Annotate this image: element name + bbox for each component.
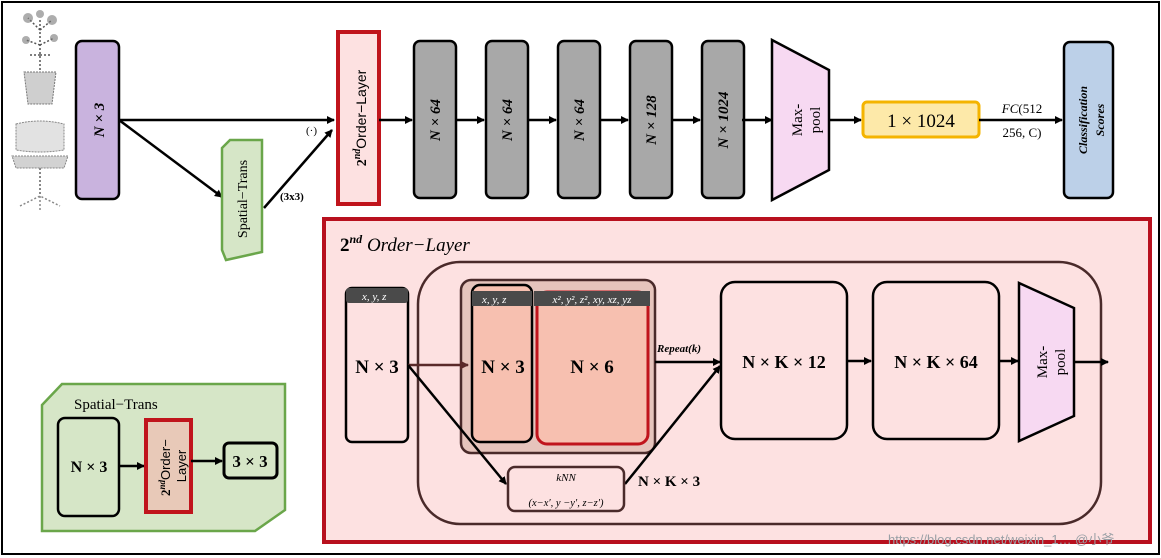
spatial-inset-order-layer	[144, 418, 193, 514]
block-nk64-label: N × K × 64	[894, 352, 978, 372]
maxpool-top-label: Max-pool	[790, 104, 824, 137]
classification-scores-block	[1062, 40, 1115, 200]
repeat-label: Repeat(k)	[656, 343, 701, 355]
arrow-input-to-knn	[407, 364, 507, 485]
arrow-input-to-spatial-trans	[118, 118, 223, 199]
spatial-trans-box	[220, 138, 264, 262]
order-input-chip-label: x, y, z	[361, 291, 387, 303]
order-panel-title: 2nd Order−Layer	[340, 232, 470, 256]
watermark: https://blog.csdn.net/weixin_1… @小爷	[888, 532, 1114, 547]
input-block-label: N × 3	[92, 102, 108, 138]
knn-label: kNN	[556, 472, 576, 484]
spatial-inset-title: Spatial−Trans	[74, 397, 158, 413]
feature-block-2-label: N × 64	[500, 99, 516, 142]
order-panel-inner-frame	[416, 260, 1103, 526]
spatial-inset-output-label: 3 × 3	[232, 452, 267, 471]
order-input-chip	[346, 288, 408, 303]
xyz-feature-block	[470, 283, 534, 444]
maxpool-panel	[1017, 281, 1076, 443]
arrow-spatial-trans-to-order-layer	[263, 129, 333, 209]
spatial-inset-order-label: 2ndOrder− Layer	[157, 436, 189, 496]
xyz-feature-label: N × 3	[481, 357, 525, 378]
order-layer-block	[336, 30, 381, 206]
knn-output-label: N × K × 3	[638, 474, 700, 490]
spatial-inset-input-label: N × 3	[71, 459, 108, 476]
flower-pot-pointcloud-icon	[22, 10, 58, 105]
arrow-knn-to-block12	[624, 365, 721, 485]
second-order-chip-label: x², y², z², xy, xz, yz	[552, 294, 633, 306]
edge-label-3x3: (3x3)	[280, 191, 304, 203]
block-nk12-label: N × K × 12	[742, 352, 826, 372]
second-order-chip	[534, 291, 650, 306]
edge-label-dot: (·)	[306, 125, 317, 137]
maxpool-top	[770, 37, 831, 203]
fc-label-line2: 256, C)	[1003, 125, 1042, 140]
office-chair-pointcloud-icon	[11, 120, 69, 212]
fc-label-line1: FC(512	[1001, 101, 1042, 116]
xyz-feature-chip-label: x, y, z	[481, 294, 507, 306]
spatial-trans-label: Spatial−Trans	[236, 160, 251, 238]
xyz-feature-chip	[472, 291, 532, 306]
feature-block-1-label: N × 64	[428, 99, 444, 142]
order-input-label: N × 3	[355, 357, 399, 378]
order-layer-label: 2ndOrder−Layer	[352, 69, 370, 166]
spatial-inset-output	[222, 441, 279, 480]
feature-block-5-label: N × 1024	[716, 91, 732, 149]
feature-block-4-label: N × 128	[644, 95, 660, 146]
knn-sub-label: (x−x′, y −y′, z−z′)	[528, 498, 604, 509]
second-order-label: N × 6	[570, 357, 614, 378]
global-feature-label: 1 × 1024	[887, 111, 955, 132]
knn-box	[506, 465, 626, 513]
maxpool-panel-label: Max-pool	[1035, 346, 1069, 379]
feature-block-3-label: N × 64	[572, 99, 588, 142]
